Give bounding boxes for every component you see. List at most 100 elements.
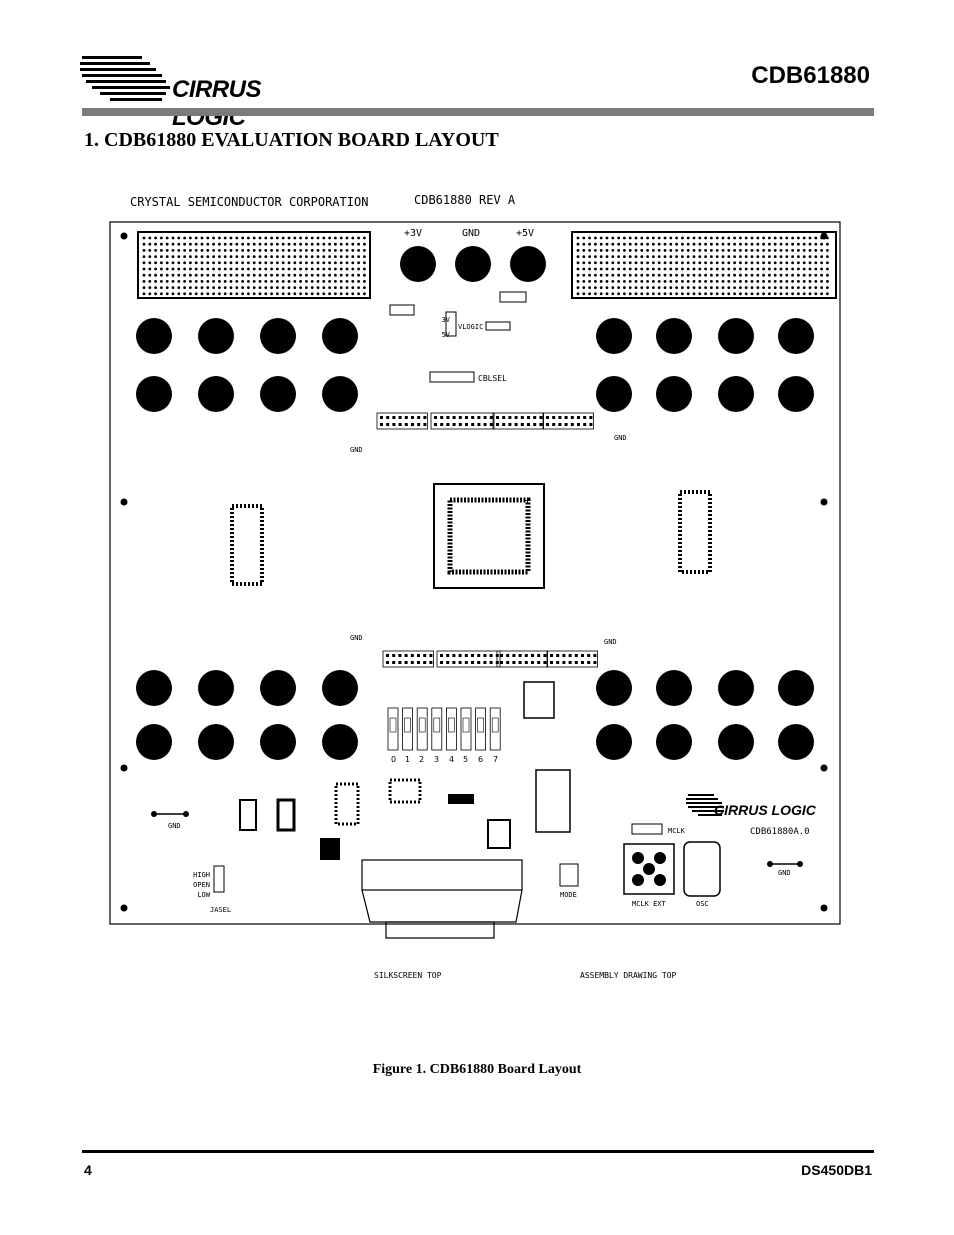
proto-hole [744,249,748,252]
proto-hole [744,236,748,240]
header-pin [550,654,553,657]
header-pin [512,661,516,664]
mounting-hole [820,764,828,772]
db25-tab [385,921,495,939]
transformer-circle [778,376,814,412]
vlogic-jumper [445,311,457,337]
proto-hole [739,280,742,283]
proto-hole [316,292,320,296]
proto-hole [339,286,343,289]
dip-switch-lever [448,717,455,733]
transformer-circle [136,376,172,412]
proto-hole [773,286,777,289]
header-pin [417,416,421,419]
proto-hole [206,280,210,283]
proto-hole [183,280,186,283]
proto-hole [826,292,829,296]
header-pin [589,423,593,426]
header-pin [386,423,390,426]
proto-hole [305,242,308,246]
proto-hole [715,292,719,296]
header-pin [568,654,572,657]
proto-hole [698,249,702,252]
proto-hole [218,236,221,240]
proto-hole [692,273,696,277]
proto-hole [264,236,268,240]
proto-hole [334,236,337,240]
proto-hole [154,273,157,277]
dip-switch-lever [477,717,484,733]
proto-hole [779,261,783,265]
mounting-hole [120,232,128,240]
dip-switch-lever [389,717,397,733]
proto-hole [171,242,175,246]
proto-hole [310,242,314,246]
proto-hole [652,267,655,271]
proto-hole [733,292,736,296]
figure-caption: Figure 1. CDB61880 Board Layout [372,1062,582,1077]
transformer-circle [260,670,296,706]
proto-hole [235,261,239,265]
transformer-circle [778,724,814,760]
mounting-hole [120,764,128,772]
header-pin [446,661,450,664]
header-pin [546,416,549,419]
proto-hole [582,236,586,240]
proto-hole [281,242,285,246]
proto-hole [345,261,349,265]
proto-hole [779,280,783,283]
proto-hole [686,249,690,252]
proto-hole [611,249,615,252]
proto-hole [171,286,175,289]
proto-hole [183,286,186,289]
transformer-circle [260,376,296,412]
board-logo-swoosh-icon [686,794,724,816]
gnd-label-center-left-top: GND [350,446,363,454]
proto-hole [177,292,181,296]
header-pin [446,416,450,419]
proto-hole [322,236,326,240]
proto-hole [160,286,163,289]
proto-hole [669,255,673,258]
header-pin [410,654,414,657]
proto-hole [797,236,800,240]
proto-hole [768,242,771,246]
proto-hole [791,280,794,283]
proto-hole [177,255,181,258]
proto-hole [721,273,725,277]
header-outline [496,650,548,668]
header-pin [458,654,462,657]
proto-hole [310,273,314,277]
gnd-label-center-left-bottom: GND [350,634,363,642]
proto-hole [628,286,632,289]
proto-hole [264,242,268,246]
proto-hole [739,273,742,277]
header-outline [430,412,495,430]
proto-hole [681,273,684,277]
proto-hole [258,249,262,252]
proto-hole [692,286,696,289]
proto-hole [826,242,829,246]
proto-hole [756,255,760,258]
proto-hole [339,236,343,240]
proto-hole [710,242,713,246]
proto-hole [241,280,245,283]
proto-hole [739,286,742,289]
proto-hole [235,286,239,289]
header-pin [593,661,597,664]
proto-hole [756,236,760,240]
proto-hole [160,242,163,246]
proto-hole [148,280,152,283]
proto-hole [750,286,754,289]
proto-hole [160,255,163,258]
proto-hole [252,249,256,252]
proto-hole [299,267,302,271]
proto-hole [704,267,707,271]
proto-hole [599,255,603,258]
proto-hole [299,236,302,240]
proto-hole [791,292,794,296]
proto-hole [652,292,655,296]
dip-switch [387,707,399,751]
page-number: 4 [84,1162,92,1178]
proto-hole [727,280,731,283]
